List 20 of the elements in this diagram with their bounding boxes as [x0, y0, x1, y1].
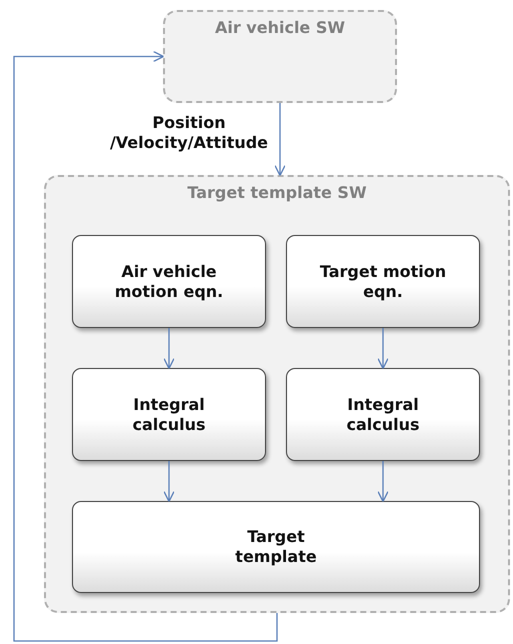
group-box [44, 175, 510, 613]
process-box [286, 235, 480, 328]
group-title: Target template SW [186, 183, 368, 202]
box-label: Air vehicle motion eqn. [114, 262, 224, 302]
arrow [13, 50, 278, 642]
arrow [163, 461, 175, 502]
arrow [377, 328, 389, 370]
box-label: Integral calculus [131, 394, 207, 434]
arrow [163, 328, 175, 370]
box-label: Target motion eqn. [318, 262, 448, 302]
process-box [72, 501, 480, 593]
box-label: Integral calculus [345, 394, 421, 434]
group-box [163, 10, 397, 103]
process-box [72, 235, 266, 328]
process-box [286, 368, 480, 461]
arrow [377, 461, 389, 502]
box-label: Target template [234, 527, 318, 567]
arrow [274, 103, 286, 176]
process-box [72, 368, 266, 461]
group-title: Air vehicle SW [214, 18, 346, 37]
